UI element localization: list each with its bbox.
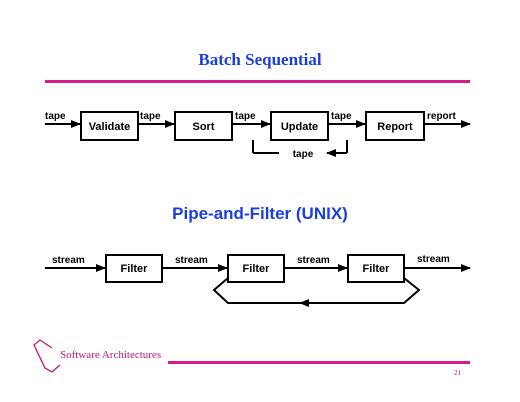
footer-rule	[168, 361, 470, 364]
flow-label: tape	[45, 111, 66, 122]
report-label: Report	[377, 121, 413, 133]
sort-box	[174, 111, 233, 141]
flow-label: tape	[235, 111, 256, 122]
sort-label: Sort	[193, 121, 215, 133]
pipe-and-filter-title: Pipe-and-Filter (UNIX)	[172, 204, 348, 223]
title-rule	[45, 80, 470, 83]
filter-label: Filter	[243, 263, 271, 275]
flow-label: report	[427, 111, 457, 122]
stream-label: stream	[417, 254, 450, 265]
footer-text: Software Architectures	[60, 349, 161, 361]
validate-label: Validate	[89, 121, 131, 133]
footer-logo-icon	[33, 339, 61, 373]
filter-label: Filter	[363, 263, 391, 275]
batch-sequential-diagram: Validate Sort Update Report tape tape ta…	[45, 111, 471, 160]
validate-box	[80, 111, 139, 141]
filter-label: Filter	[121, 263, 149, 275]
stream-label: stream	[52, 255, 85, 266]
stream-label: stream	[175, 255, 208, 266]
flow-label: tape	[140, 111, 161, 122]
page-number: 21	[454, 369, 462, 377]
batch-sequential-title: Batch Sequential	[198, 50, 322, 69]
loop-label: tape	[293, 149, 314, 160]
stream-label: stream	[297, 255, 330, 266]
update-label: Update	[281, 121, 318, 133]
report-box	[365, 111, 425, 141]
flow-label: tape	[331, 111, 352, 122]
pipe-and-filter-diagram: Filter Filter Filter stream stream strea…	[45, 254, 471, 307]
update-box	[270, 111, 329, 141]
footer: Software Architectures 21	[33, 339, 462, 377]
